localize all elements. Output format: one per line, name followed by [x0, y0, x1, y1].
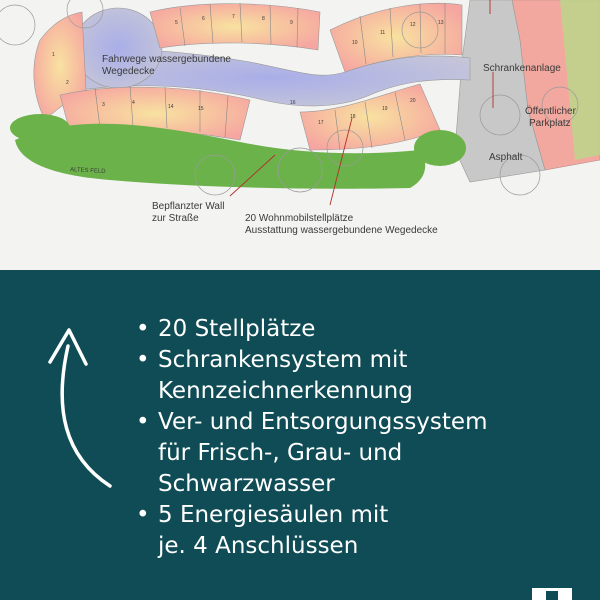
pitch-band-top-left [149, 3, 321, 51]
label-fahrwege-line: Fahrwege wassergebundene [102, 54, 231, 65]
feature-line: Schrankensystem mit [158, 347, 408, 373]
pitch-number: 20 [410, 98, 416, 104]
label-wall-line: zur Straße [152, 213, 199, 224]
label-fahrwege-line: Wegedecke [102, 66, 155, 77]
label-parkplatz-line: Parkplatz [529, 118, 571, 129]
label-stellplaetze-line: 20 Wohnmobilstellplätze [245, 213, 354, 224]
site-plan-drawing [0, 0, 600, 206]
label-stellplaetze: 20 Wohnmobilstellplätze Ausstattung wass… [245, 213, 438, 237]
feature-panel: 20 Stellplätze Schrankensystem mit Kennz… [0, 270, 600, 600]
feature-line: für Frisch-, Grau- und [158, 440, 403, 466]
feature-line: 20 Stellplätze [158, 316, 316, 342]
feature-line: Kennzeichnerkennung [158, 378, 413, 404]
feature-line: 5 Energiesäulen mit [158, 502, 389, 528]
pitch-number: 11 [380, 30, 386, 36]
feature-item: Ver- und Entsorgungssystem für Frisch-, … [136, 407, 487, 500]
pitch-number: 1 [52, 52, 55, 58]
label-altes-feld: ALTES FELD [69, 167, 106, 175]
label-wall: Bepflanzter Wall zur Straße [152, 201, 224, 225]
label-wall-line: Bepflanzter Wall [152, 201, 225, 212]
pitch-number: 3 [102, 102, 105, 108]
label-parkplatz: Öffentlicher Parkplatz [525, 106, 576, 130]
label-schrankenanlage: Schrankenanlage [483, 63, 561, 74]
feature-item: 20 Stellplätze [136, 314, 487, 345]
pitch-number: 9 [290, 20, 293, 26]
pitch-number: 8 [262, 16, 265, 22]
pitch-number: 5 [175, 20, 178, 26]
label-stellplaetze-line: Ausstattung wassergebundene Wegedecke [245, 225, 438, 236]
pitch-number: 17 [318, 120, 324, 126]
pitch-number: 18 [350, 114, 356, 120]
pitch-number: 13 [438, 20, 444, 26]
road [69, 49, 471, 107]
pitch-number: 15 [198, 106, 204, 112]
planted-wall [15, 123, 426, 189]
pitch-number: 2 [66, 80, 69, 86]
feature-item: 5 Energiesäulen mit je. 4 Anschlüssen [136, 500, 487, 562]
feature-line: je. 4 Anschlüssen [158, 533, 359, 559]
pitch-number: 10 [352, 40, 358, 46]
feature-list: 20 Stellplätze Schrankensystem mit Kennz… [136, 314, 487, 562]
feature-line: Schwarzwasser [158, 471, 335, 497]
pitch-number: 6 [202, 16, 205, 22]
pitch-number: 19 [382, 106, 388, 112]
pitch-number: 7 [232, 14, 235, 20]
label-asphalt: Asphalt [489, 152, 523, 163]
pitch-number: 14 [168, 104, 174, 110]
feature-line: Ver- und Entsorgungssystem [158, 409, 488, 435]
logo-mark-icon [546, 591, 558, 600]
green-patch-left [10, 114, 70, 142]
tree-outlines [0, 0, 579, 196]
pitch-number: 4 [132, 100, 135, 106]
asphalt-area [454, 0, 546, 183]
label-fahrwege: Fahrwege wassergebundene Wegedecke [102, 54, 231, 78]
pitch-number: 12 [410, 22, 416, 28]
pitch-number: 16 [290, 100, 296, 106]
annotation-lines [229, 0, 494, 206]
pitch-band-top-right [329, 2, 463, 73]
logo-badge [532, 588, 572, 600]
green-patch-right [414, 130, 466, 166]
label-parkplatz-line: Öffentlicher [525, 106, 576, 117]
parking-green-strip [560, 0, 600, 160]
curved-arrow-up-icon [48, 328, 112, 488]
feature-item: Schrankensystem mit Kennzeichnerkennung [136, 345, 487, 407]
pitch-dividers [94, 2, 446, 151]
